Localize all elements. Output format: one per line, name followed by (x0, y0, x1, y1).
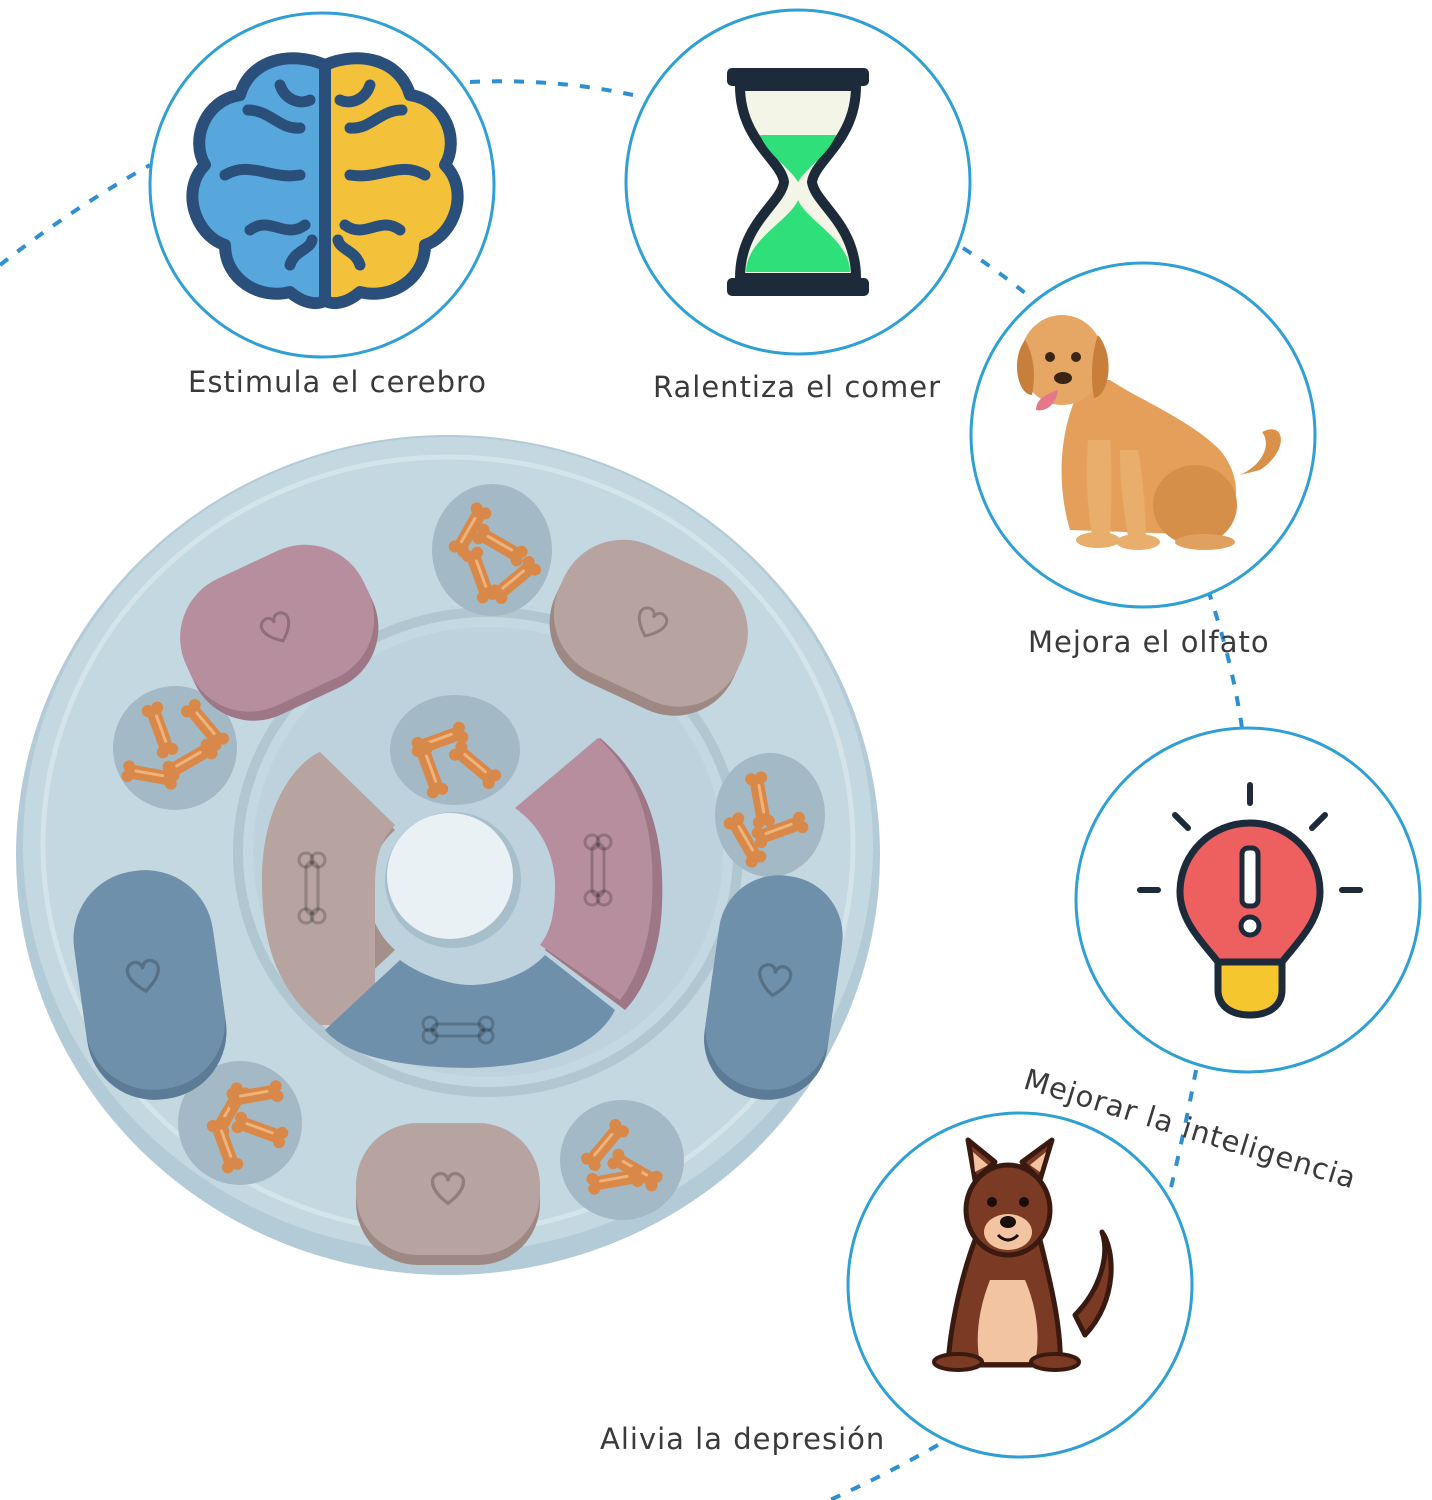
feature-label-brain: Estimula el cerebro (188, 365, 488, 399)
brown-dog-icon (932, 1137, 1114, 1372)
brain-icon (186, 52, 464, 310)
dashed-connectors (0, 79, 1244, 1500)
feature-label-hourglass: Ralentiza el comer (653, 370, 942, 404)
hourglass-icon (727, 68, 869, 296)
lightbulb-alert-icon (1137, 782, 1363, 1019)
outer-lids (73, 539, 843, 1265)
feature-label-dog-sitting: Mejora el olfato (1028, 625, 1270, 659)
golden-dog-icon (1016, 315, 1281, 550)
inner-wheel (262, 738, 663, 1068)
feature-label-dog-brown: Alivia la depresión (600, 1422, 886, 1456)
puzzle-feeder-image (16, 435, 880, 1275)
